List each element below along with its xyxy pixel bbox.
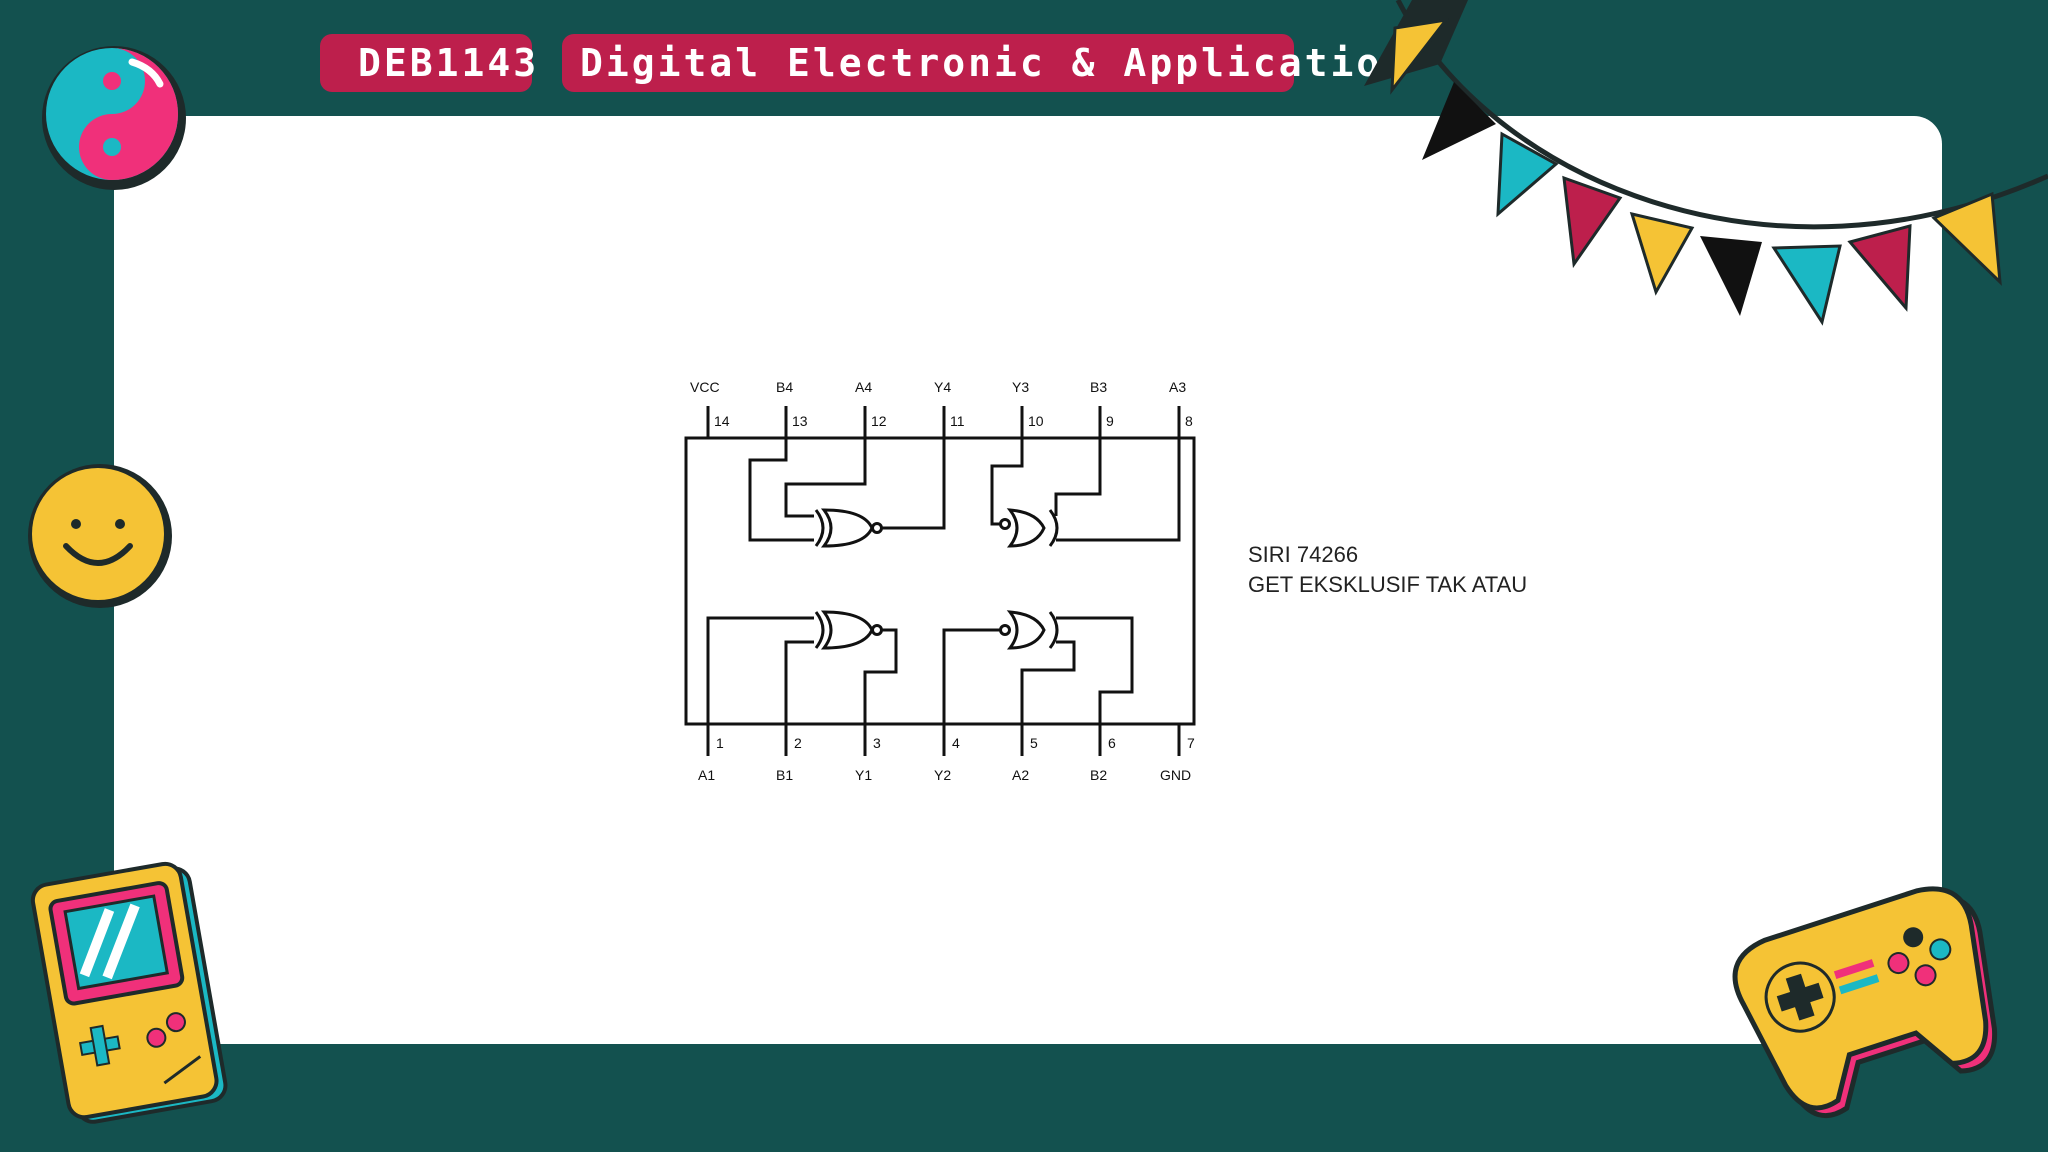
gamepad-icon: [1732, 886, 1998, 1119]
course-code-badge: DEB1143: [320, 34, 536, 92]
pin-label-vcc: VCC: [690, 379, 720, 395]
pin-number-1: 1: [716, 735, 724, 751]
slide-panel: [114, 116, 1942, 1044]
pin-label-y1: Y1: [855, 767, 872, 783]
pin-number-3: 3: [873, 735, 881, 751]
smiley-icon: [28, 464, 172, 608]
pin-label-b3: B3: [1090, 379, 1107, 395]
pin-number-9: 9: [1106, 413, 1114, 429]
pin-label-y3: Y3: [1012, 379, 1029, 395]
diagram-caption: SIRI 74266 GET EKSKLUSIF TAK ATAU: [1248, 540, 1527, 600]
caption-series: SIRI 74266: [1248, 542, 1359, 567]
pin-label-a4: A4: [855, 379, 872, 395]
pin-label-y4: Y4: [934, 379, 951, 395]
pin-number-8: 8: [1185, 413, 1193, 429]
pin-number-12: 12: [871, 413, 887, 429]
pin-number-7: 7: [1187, 735, 1195, 751]
pin-number-4: 4: [952, 735, 960, 751]
pin-label-y2: Y2: [934, 767, 951, 783]
ic-pinout-diagram: VCC B4 A4 Y4 Y3 B3 A3 14 13 12 11 10 9 8…: [684, 379, 1196, 783]
pin-number-6: 6: [1108, 735, 1116, 751]
pin-label-b4: B4: [776, 379, 793, 395]
pin-label-b1: B1: [776, 767, 793, 783]
pin-label-a2: A2: [1012, 767, 1029, 783]
pin-number-2: 2: [794, 735, 802, 751]
caption-gate-name: GET EKSKLUSIF TAK ATAU: [1248, 572, 1528, 597]
bunting-icon: [1364, 0, 2048, 326]
pin-number-11: 11: [950, 413, 965, 429]
pin-label-a3: A3: [1169, 379, 1186, 395]
pin-label-b2: B2: [1090, 767, 1107, 783]
course-title-badge: Digital Electronic & Application: [562, 34, 1405, 92]
game-console-icon: [30, 861, 228, 1124]
ic-body: [684, 436, 1196, 726]
pin-number-5: 5: [1030, 735, 1038, 751]
pin-label-a1: A1: [698, 767, 715, 783]
pin-number-10: 10: [1028, 413, 1044, 429]
pin-number-13: 13: [792, 413, 808, 429]
yin-yang-icon: [42, 46, 186, 190]
pin-label-gnd: GND: [1160, 767, 1191, 783]
pin-number-14: 14: [714, 413, 730, 429]
